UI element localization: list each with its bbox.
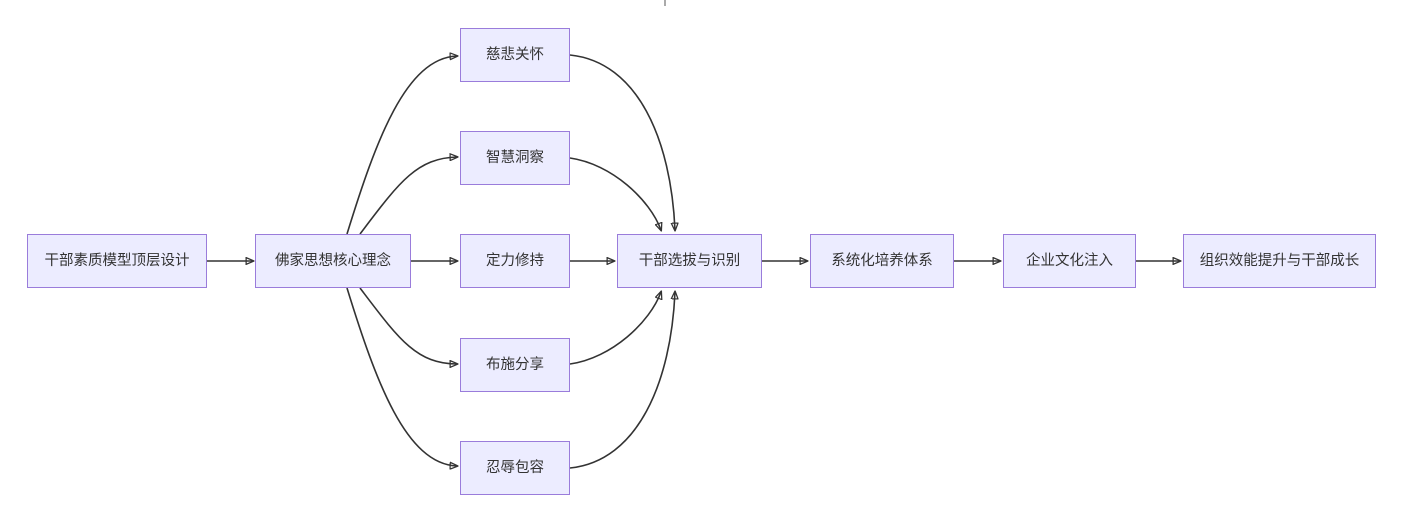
node-label: 干部素质模型顶层设计 (44, 252, 190, 269)
node-giving-sharing: 布施分享 (460, 338, 570, 392)
node-cadre-selection: 干部选拔与识别 (617, 234, 762, 288)
edge-core-to-compassion (346, 56, 457, 235)
node-label: 企业文化注入 (1026, 252, 1113, 269)
edge-compassion-to-selection (569, 54, 675, 230)
node-quality-model-design: 干部素质模型顶层设计 (27, 234, 207, 288)
node-label: 慈悲关怀 (486, 46, 544, 63)
edge-tolerance-to-selection (569, 292, 675, 469)
node-wisdom-insight: 智慧洞察 (460, 131, 570, 185)
cursor-artifact (664, 0, 666, 6)
edge-core-to-tolerance (346, 287, 457, 466)
edge-giving-to-selection (569, 292, 661, 365)
node-label: 佛家思想核心理念 (275, 252, 391, 269)
node-label: 定力修持 (486, 252, 544, 269)
node-label: 智慧洞察 (486, 149, 544, 166)
edge-core-to-wisdom (359, 157, 457, 235)
node-buddhist-core-ideas: 佛家思想核心理念 (255, 234, 411, 288)
node-label: 干部选拔与识别 (638, 252, 741, 269)
node-label: 系统化培养体系 (831, 252, 933, 269)
node-concentration-practice: 定力修持 (460, 234, 570, 288)
node-tolerance-inclusion: 忍辱包容 (460, 441, 570, 495)
edge-wisdom-to-selection (569, 157, 661, 230)
node-org-effectiveness-growth: 组织效能提升与干部成长 (1183, 234, 1376, 288)
node-culture-injection: 企业文化注入 (1003, 234, 1136, 288)
node-label: 布施分享 (486, 356, 544, 373)
node-label: 组织效能提升与干部成长 (1199, 252, 1360, 269)
node-training-system: 系统化培养体系 (810, 234, 954, 288)
node-compassion-care: 慈悲关怀 (460, 28, 570, 82)
edge-core-to-giving (359, 287, 457, 364)
node-label: 忍辱包容 (486, 459, 544, 476)
